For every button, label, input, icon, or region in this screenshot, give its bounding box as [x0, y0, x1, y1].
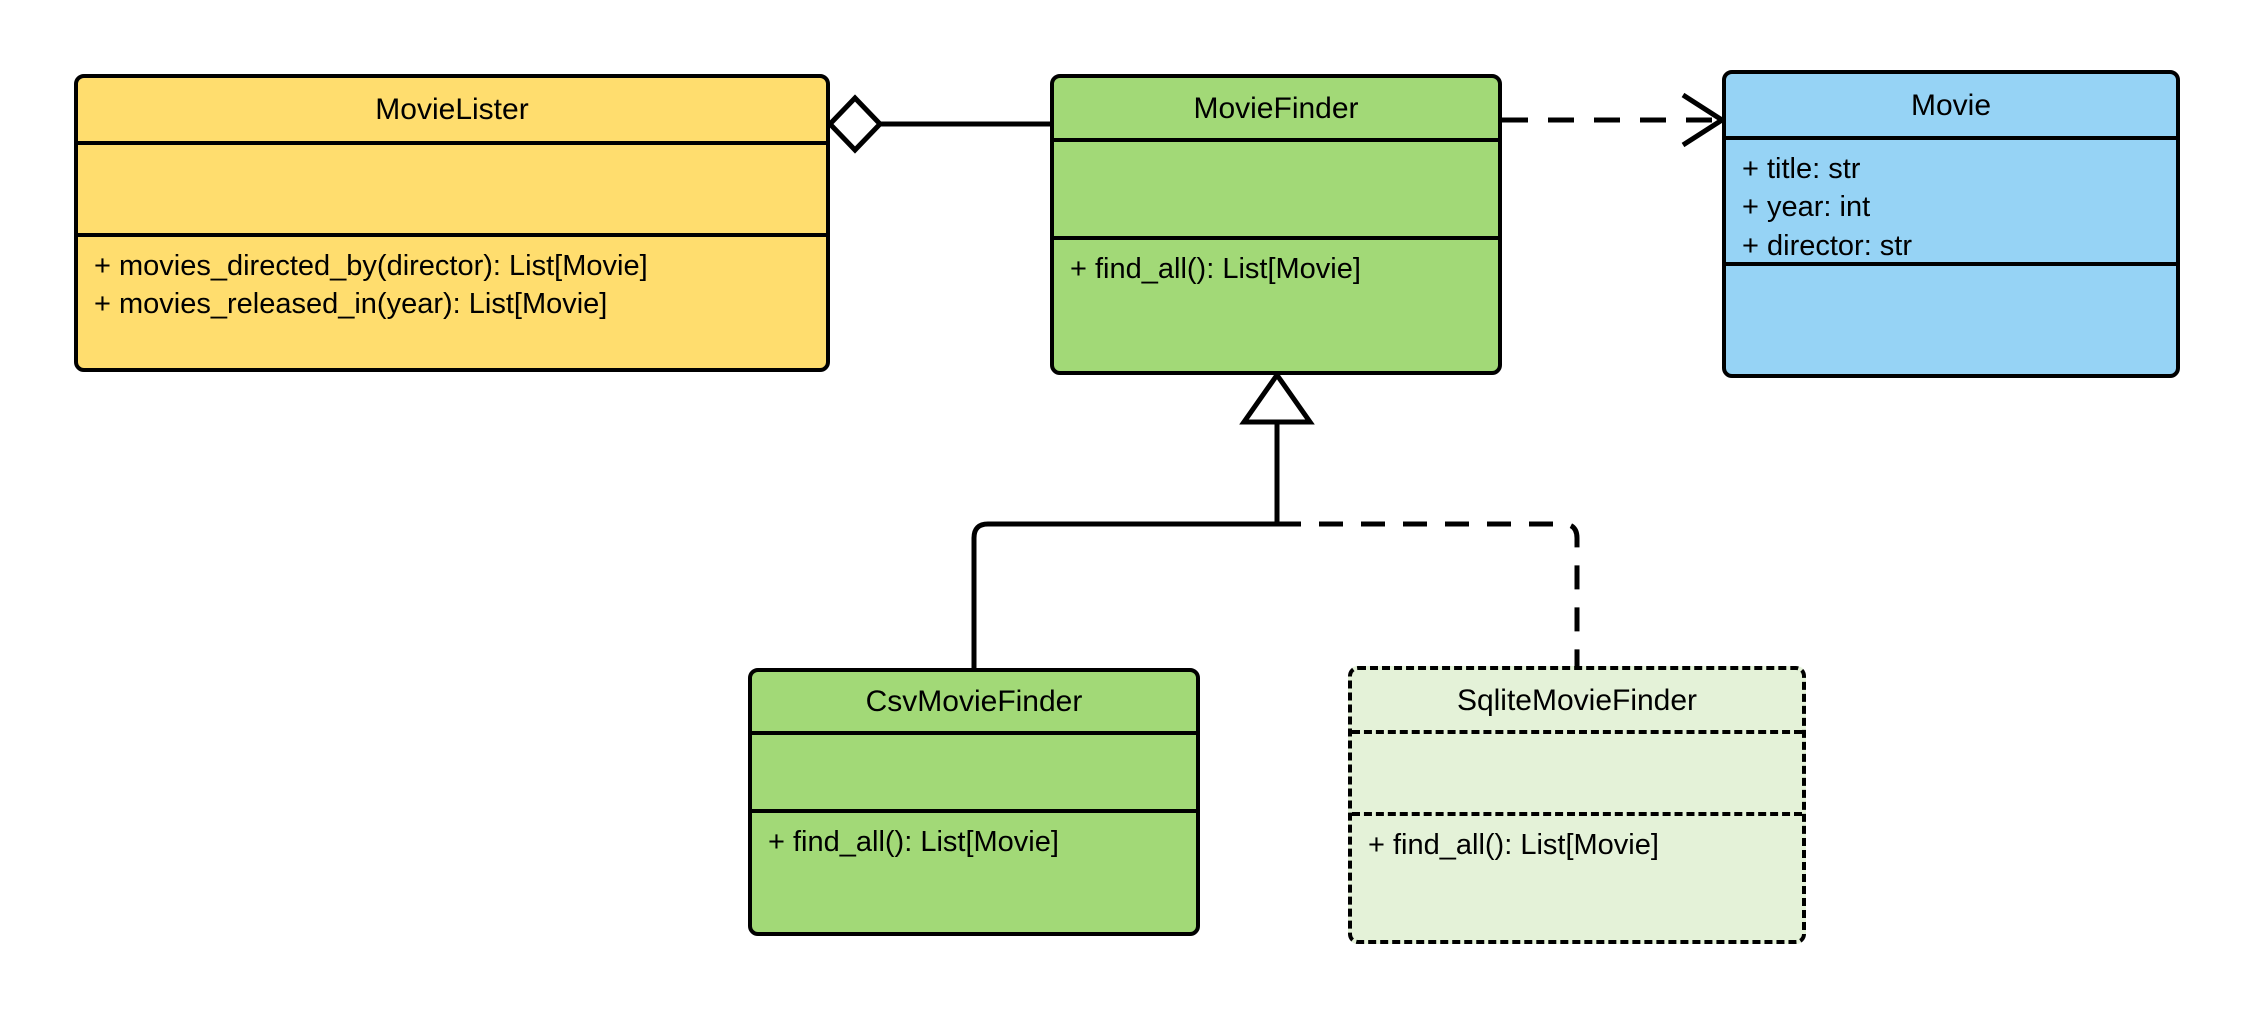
- class-name-label: MovieLister: [375, 93, 529, 126]
- class-name-label: MovieFinder: [1193, 91, 1359, 125]
- class-box-csvmoviefinder[interactable]: CsvMovieFinder + find_all(): List[Movie]: [748, 668, 1200, 936]
- class-box-sqlitemoviefinder[interactable]: SqliteMovieFinder + find_all(): List[Mov…: [1348, 666, 1806, 944]
- class-methods-compartment: + find_all(): List[Movie]: [1352, 816, 1802, 940]
- class-attributes-compartment: [752, 735, 1196, 813]
- class-box-moviefinder[interactable]: MovieFinder + find_all(): List[Movie]: [1050, 74, 1502, 375]
- class-attributes-compartment: + title: str + year: int + director: str: [1726, 140, 2176, 266]
- edge-aggregation-movielister-moviefinder: [826, 94, 1050, 154]
- class-name-compartment: MovieLister: [78, 78, 826, 145]
- edge-generalization-tree: [971, 370, 1580, 668]
- class-name-label: CsvMovieFinder: [865, 685, 1083, 718]
- class-name-compartment: CsvMovieFinder: [752, 672, 1196, 735]
- hollow-diamond-icon: [826, 94, 884, 154]
- hollow-triangle-icon: [1239, 370, 1315, 425]
- attribute-item: + director: str: [1742, 229, 1913, 262]
- class-attributes-compartment: [1352, 734, 1802, 816]
- method-item: + find_all(): List[Movie]: [768, 826, 1059, 858]
- method-item: + find_all(): List[Movie]: [1070, 253, 1361, 285]
- generalization-branch-csvmoviefinder: [971, 521, 1277, 668]
- method-item: + movies_released_in(year): List[Movie]: [94, 288, 608, 321]
- generalization-branch-sqlitemoviefinder: [1277, 521, 1580, 666]
- class-methods-compartment: + find_all(): List[Movie]: [1054, 240, 1498, 371]
- edge-dependency-moviefinder-movie: [1502, 92, 1727, 148]
- method-item: + movies_directed_by(director): List[Mov…: [94, 250, 648, 282]
- open-arrow-icon: [1681, 92, 1727, 148]
- attribute-item: + year: int: [1742, 191, 1871, 224]
- class-name-compartment: SqliteMovieFinder: [1352, 670, 1802, 734]
- method-item: + find_all(): List[Movie]: [1368, 829, 1659, 861]
- class-methods-compartment: + find_all(): List[Movie]: [752, 813, 1196, 932]
- class-methods-compartment: [1726, 266, 2176, 374]
- class-box-movielister[interactable]: MovieLister + movies_directed_by(directo…: [74, 74, 830, 372]
- class-name-label: SqliteMovieFinder: [1456, 683, 1698, 717]
- class-methods-compartment: + movies_directed_by(director): List[Mov…: [78, 237, 826, 368]
- class-name-compartment: Movie: [1726, 74, 2176, 140]
- class-name-label: Movie: [1910, 88, 1992, 122]
- class-name-compartment: MovieFinder: [1054, 78, 1498, 142]
- attribute-item: + title: str: [1742, 153, 1861, 185]
- class-box-movie[interactable]: Movie + title: str + year: int + directo…: [1722, 70, 2180, 378]
- class-attributes-compartment: [1054, 142, 1498, 240]
- class-attributes-compartment: [78, 145, 826, 237]
